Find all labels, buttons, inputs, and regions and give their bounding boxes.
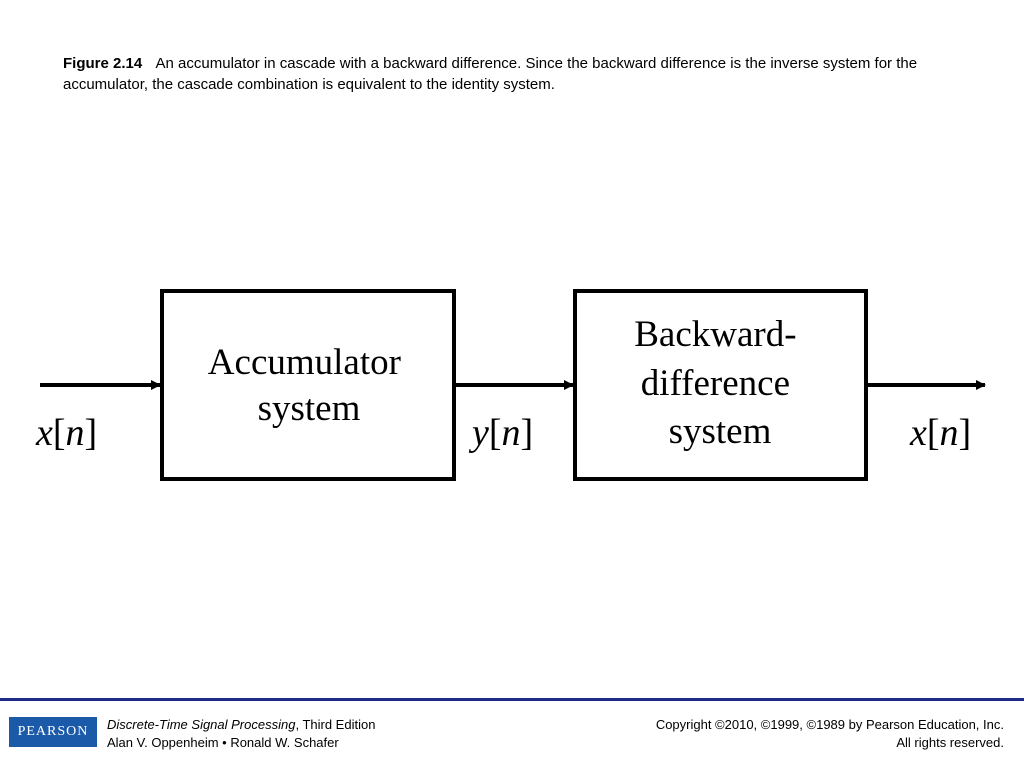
signal-index: n — [502, 412, 521, 454]
backward-difference-label-line: Backward- — [634, 314, 796, 355]
pearson-logo: PEARSON — [9, 717, 97, 747]
copyright-info: Copyright ©2010, ©1999, ©1989 by Pearson… — [656, 716, 1004, 752]
rights-text: All rights reserved. — [896, 735, 1004, 750]
backward-difference-label: Backward- difference system — [634, 314, 806, 452]
book-info: Discrete-Time Signal Processing, Third E… — [107, 716, 375, 752]
output-signal-label: x[n] — [909, 412, 971, 454]
book-authors: Alan V. Oppenheim • Ronald W. Schafer — [107, 735, 339, 750]
signal-var: x — [35, 412, 53, 454]
accumulator-block — [160, 289, 456, 481]
book-title: Discrete-Time Signal Processing — [107, 717, 296, 732]
signal-index: n — [66, 412, 85, 454]
figure-caption-text: An accumulator in cascade with a backwar… — [63, 55, 918, 93]
book-edition: , Third Edition — [295, 717, 376, 732]
middle-signal-label: y[n] — [468, 412, 533, 454]
footer-divider — [0, 698, 1024, 701]
accumulator-label-line: system — [258, 388, 361, 429]
copyright-text: Copyright ©2010, ©1999, ©1989 by Pearson… — [655, 717, 1004, 732]
backward-difference-label-line: system — [669, 411, 772, 452]
backward-difference-label-line: difference — [641, 363, 790, 404]
accumulator-label: Accumulator system — [208, 342, 410, 429]
signal-var: y — [468, 412, 489, 454]
input-signal-label: x[n] — [35, 412, 97, 454]
signal-index: n — [940, 412, 959, 454]
signal-var: x — [909, 412, 927, 454]
figure-caption: Figure 2.14 An accumulator in cascade wi… — [63, 53, 963, 95]
accumulator-label-line: Accumulator — [208, 342, 401, 383]
figure-label: Figure 2.14 — [63, 55, 143, 72]
book-title-line: Discrete-Time Signal Processing, Third E… — [107, 716, 375, 734]
